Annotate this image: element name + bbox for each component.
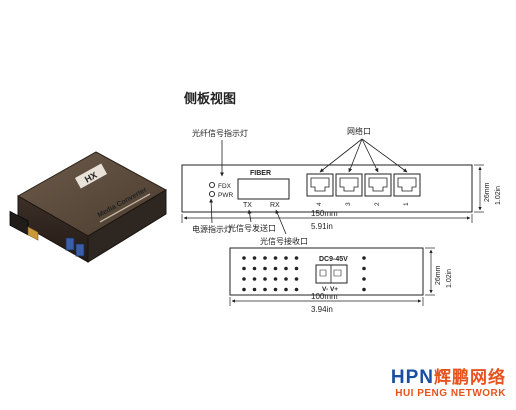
rear-height-dimension: 26mm 1.02in [425,247,453,296]
rear-width-dimension: 100mm 3.94in [229,292,424,314]
pwr-led-icon [208,190,216,198]
rj45-port-3: 3 [335,173,363,206]
port-number: 2 [374,202,381,206]
side-hole [362,266,366,271]
vent-hole [284,266,288,271]
vent-hole [263,266,267,271]
rj45-port-4: 4 [306,173,334,206]
fdx-led-icon [208,181,216,189]
vent-hole [252,256,257,260]
port-number: 4 [316,202,323,206]
tx-leader [247,209,252,223]
vent-hole [252,277,257,281]
vent-hole [242,266,246,271]
rear-panel-outline [229,247,424,296]
front-height-in: 1.02in [495,186,502,205]
vent-hole [284,277,288,281]
rj45-port-1: 1 [393,173,421,206]
vent-hole [242,277,246,281]
dc-label: DC9-45V [319,256,348,263]
tx-callout: 光信号发送口 [228,223,276,233]
rx-leader [275,209,287,235]
front-height-mm: 26mm [484,182,491,202]
vent-hole [294,277,299,281]
power-indicator-leader [209,198,214,224]
rj45-ports: 4 3 2 1 [306,173,421,206]
vent-hole [284,287,288,292]
rj45-port-icon [65,237,85,257]
brand-chinese: 辉鹏网络 [434,368,506,388]
front-width-dimension: 150mm 5.91in [181,209,473,231]
vent-hole [263,287,267,292]
vent-hole [273,256,278,260]
rx-label: RX [270,202,280,209]
rj45-jack-icon [339,177,359,192]
rx-callout: 光信号接收口 [260,236,308,246]
power-indicator-callout: 电源指示灯 [192,224,232,234]
port-number: 3 [345,202,352,206]
vent-hole [273,277,278,281]
brand-watermark: HPN辉鹏网络 HUI PENG NETWORK [366,368,506,400]
front-panel-outline [181,164,473,213]
network-ports-callout: 网络口 [347,126,371,136]
device-photo: HX Media Converter [9,151,168,263]
front-height-dimension: 26mm 1.02in [474,164,502,213]
tx-label: TX [243,202,252,209]
rear-panel: DC9-45V V- V+ [229,247,424,296]
brand-subtitle: HUI PENG NETWORK [395,388,506,399]
vent-hole [284,256,288,260]
dc-terminal [315,264,348,284]
pwr-label: PWR [218,192,233,199]
vent-hole [294,266,299,271]
vent-hole [273,287,278,292]
fiber-port [237,178,290,200]
brand-hpn: HPN [390,367,434,388]
rear-width-in: 3.94in [311,305,333,314]
vent-hole [263,256,267,260]
side-hole [362,277,366,281]
vent-hole [273,266,278,271]
polarity-label: V- V+ [322,286,338,293]
vent-hole [294,256,299,260]
vent-hole [252,287,257,292]
front-width-mm: 150mm [311,209,338,218]
rj45-jack-icon [397,177,417,192]
port-number: 1 [403,202,410,206]
side-hole [362,256,366,260]
label-stripe [99,193,151,223]
front-panel: FDX PWR FIBER TX RX 4 3 2 1 [181,164,473,213]
rear-width-mm: 100mm [311,292,338,301]
rear-height-in: 1.02in [446,269,453,288]
brand-name: HPN辉鹏网络 [366,367,506,389]
rj45-port-2: 2 [364,173,392,206]
fiber-indicator-callout: 光纤信号指示灯 [192,128,248,138]
dc-screw-icon [319,269,342,277]
front-width-in: 5.91in [311,222,333,231]
vent-hole [263,277,267,281]
rj45-jack-icon [310,177,330,192]
vent-hole [294,287,299,292]
rj45-jack-icon [368,177,388,192]
vent-holes [242,256,299,292]
network-ports-leaders [319,138,408,173]
fiber-label: FIBER [250,170,271,177]
vent-hole [252,266,257,271]
side-hole [362,287,366,292]
fdx-label: FDX [218,183,232,190]
vent-hole [242,256,246,260]
section-title: 侧板视图 [184,91,236,107]
rear-height-mm: 26mm [435,265,442,285]
side-holes [362,256,366,292]
vent-hole [242,287,246,292]
fiber-connector-icon [9,210,39,241]
